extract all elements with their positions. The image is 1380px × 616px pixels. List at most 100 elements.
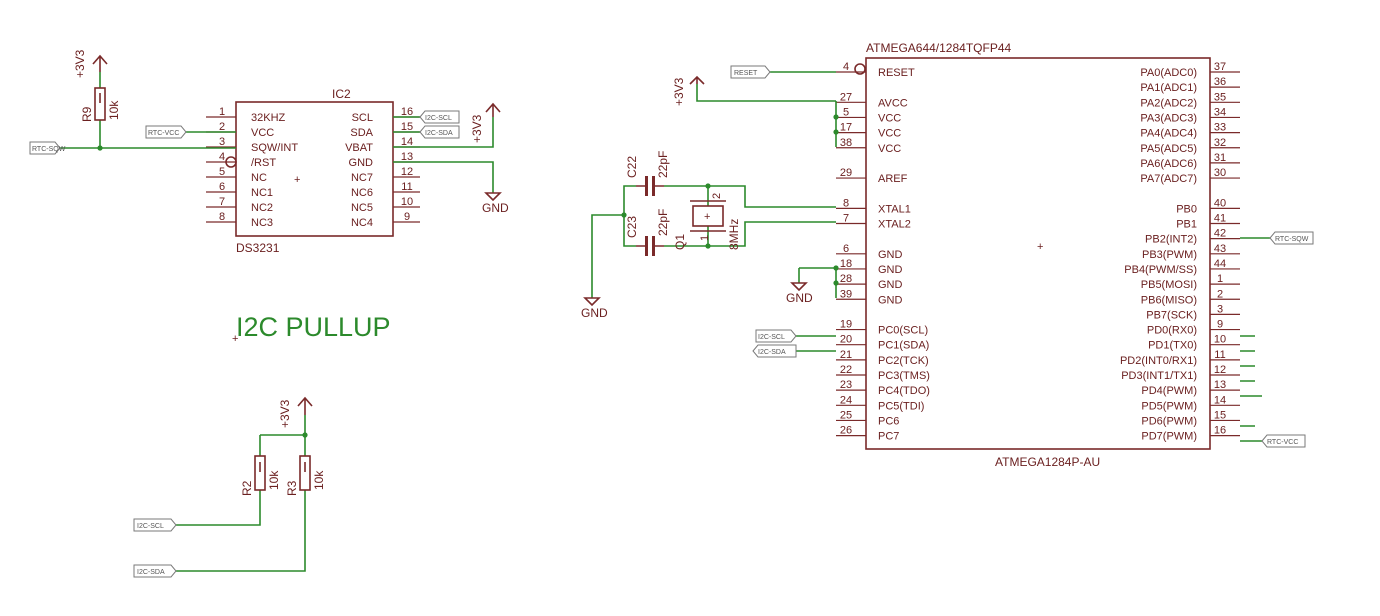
pin-name: PB7(SCK) [1146, 309, 1197, 321]
pin-number: 27 [840, 91, 852, 103]
pin-number: 3 [219, 136, 225, 148]
junction [302, 432, 308, 438]
gnd-rtc[interactable]: GND [482, 192, 509, 215]
pin-name: /RST [251, 157, 276, 169]
pin-number: 13 [1214, 379, 1226, 391]
net-flag-i2c-scl-pullup[interactable]: I2C-SCL [133, 518, 177, 532]
supply-arrow-icon [689, 75, 705, 85]
pin-name: GND [878, 294, 903, 306]
crystal-pin1: 1 [699, 235, 711, 241]
flag-text: I2C-SDA [137, 569, 165, 576]
pin-name: NC [251, 172, 267, 184]
pin-number: 11 [401, 181, 412, 193]
pin-number: 22 [840, 364, 852, 376]
net-flag-i2c-sda-rtc[interactable]: I2C-SDA [419, 125, 460, 139]
pin-name: GND [349, 157, 374, 169]
pin-name: VCC [878, 112, 901, 124]
supply-arrow-icon [485, 102, 501, 117]
pin-name: PC6 [878, 415, 899, 427]
resistor-r3[interactable]: R3 10k [285, 455, 326, 496]
flag-shape [29, 141, 61, 155]
pin-number: 12 [1214, 364, 1226, 376]
crystal-body [692, 205, 724, 227]
capacitor-c22[interactable]: C22 22pF [625, 151, 670, 196]
pin-number: 10 [1214, 334, 1226, 346]
pin-name: AREF [878, 173, 908, 185]
wire-pullup-top [259, 415, 306, 456]
supply-r9[interactable]: +3V3 [73, 49, 108, 78]
gnd-mcu[interactable]: GND [786, 282, 813, 305]
pin-name: NC2 [251, 202, 273, 214]
pin-number: 15 [401, 121, 413, 133]
resistor-r9[interactable]: R9 10k [80, 87, 121, 122]
net-flag-i2c-sda-pullup[interactable]: I2C-SDA [133, 564, 177, 578]
pin-name: PA4(ADC4) [1140, 128, 1197, 140]
pin-number: 8 [219, 211, 225, 223]
pin-name: PC1(SDA) [878, 340, 929, 352]
pin-number: 5 [219, 166, 225, 178]
resistor-r2[interactable]: R2 10k [240, 455, 281, 496]
flag-text: RTC-SQW [32, 146, 66, 153]
supply-pullup[interactable]: +3V3 [278, 396, 313, 428]
resistor-value: 10k [267, 470, 281, 490]
net-flag-rtc-vcc-left[interactable]: RTC-VCC [145, 125, 187, 139]
resistor-ref: R9 [80, 106, 94, 122]
net-flag-rtc-sqw-mcu[interactable]: RTC-SQW [1269, 231, 1314, 245]
net-flag-rtc-vcc-mcu[interactable]: RTC-VCC [1261, 434, 1306, 448]
net-flag-i2c-sda-mcu[interactable]: I2C-SDA [752, 344, 797, 358]
wire-rtc-gnd [393, 161, 494, 193]
cap-value: 22pF [656, 209, 670, 236]
pin-number: 18 [840, 258, 852, 270]
pin-number: 44 [1214, 258, 1226, 270]
pin-name: PA0(ADC0) [1140, 67, 1197, 79]
pin-number: 6 [219, 181, 225, 193]
pin-name: PC4(TDO) [878, 385, 930, 397]
pin-number: 6 [843, 243, 849, 255]
pin-number: 37 [1214, 61, 1226, 73]
supply-avcc[interactable]: +3V3 [672, 75, 705, 106]
flag-text: RTC-SQW [1275, 236, 1309, 243]
mcu-origin-mark: + [1037, 241, 1043, 253]
gnd-caps[interactable]: GND [581, 297, 608, 320]
pin-name: AVCC [878, 97, 908, 109]
supply-label: +3V3 [672, 77, 686, 106]
pin-number: 9 [1217, 319, 1223, 331]
supply-vbat[interactable]: +3V3 [470, 102, 501, 143]
pin-name: PB2(INT2) [1145, 234, 1197, 246]
pin-number: 26 [840, 425, 852, 437]
rtc-ref: IC2 [332, 87, 351, 101]
pin-name: GND [878, 264, 903, 276]
capacitor-c23[interactable]: C23 22pF [625, 209, 670, 256]
junction [833, 114, 839, 120]
net-flag-rtc-sqw-left[interactable]: RTC-SQW [29, 141, 66, 155]
net-flag-i2c-scl-mcu[interactable]: I2C-SCL [755, 329, 797, 343]
pin-number: 39 [840, 288, 852, 300]
junction [833, 280, 839, 286]
wire-rtc-i2c [393, 116, 420, 133]
pin-name: PC0(SCL) [878, 325, 928, 337]
pin-name: PB3(PWM) [1142, 249, 1197, 261]
net-flag-reset[interactable]: RESET [730, 65, 771, 79]
pin-name: PD1(TX0) [1148, 340, 1197, 352]
pin-name: PB1 [1176, 219, 1197, 231]
crystal-q1[interactable]: + 2 1 Q1 8MHz [673, 193, 741, 250]
pin-number: 34 [1214, 106, 1226, 118]
net-flag-i2c-scl-rtc[interactable]: I2C-SCL [419, 110, 460, 124]
